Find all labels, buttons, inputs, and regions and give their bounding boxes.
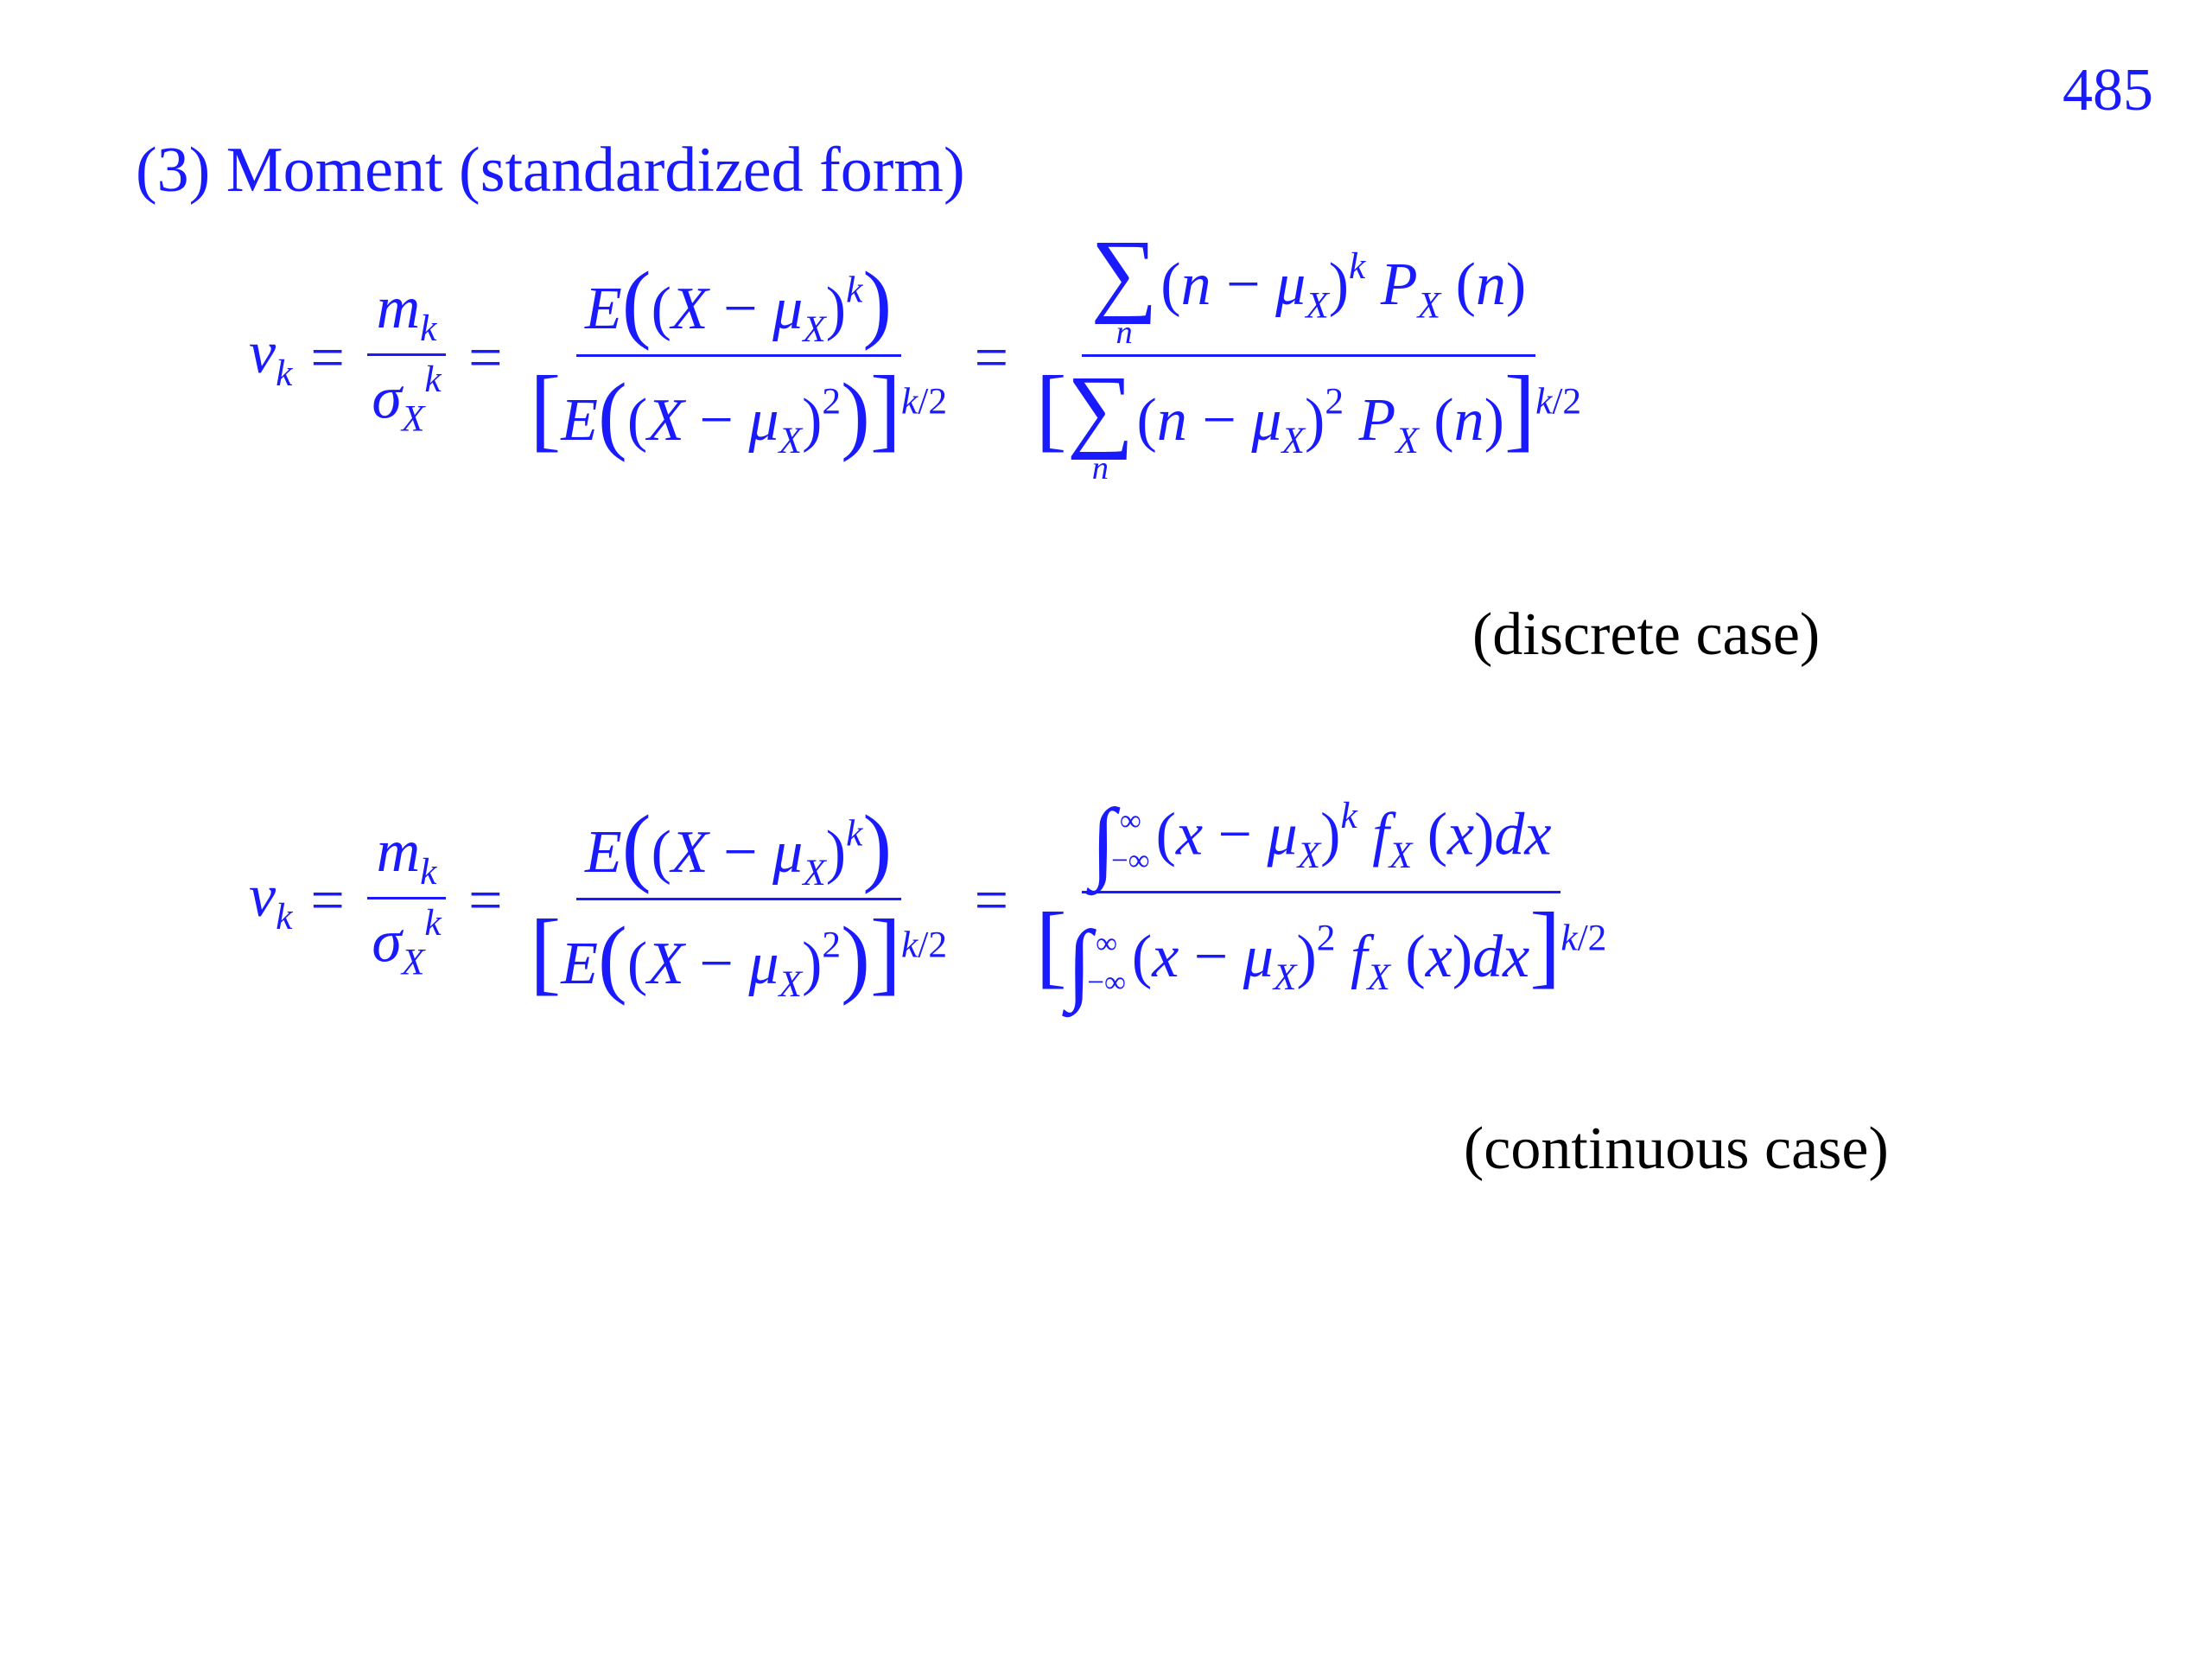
integral-operator: ∫∞−∞ <box>1066 912 1126 1014</box>
discrete-formula: vk = mk σXk = E((X − μX)k) [E((X − μX)2)… <box>249 221 1591 486</box>
equals-sign: = <box>468 868 503 935</box>
summation-fraction: ∑n(n − μX)k PX (n) [∑n(n − μX)2 PX (n)]k… <box>1035 221 1582 486</box>
summation-operator: ∑n <box>1066 357 1135 486</box>
equals-sign: = <box>310 324 345 391</box>
v-k-term: vk <box>249 862 293 938</box>
integral-operator: ∫∞−∞ <box>1090 790 1150 891</box>
equals-sign: = <box>468 324 503 391</box>
continuous-case-caption: (continuous case) <box>1464 1116 1889 1182</box>
moment-ratio-fraction: mk σXk <box>363 822 450 982</box>
continuous-formula: vk = mk σXk = E((X − μX)k) [E((X − μX)2)… <box>249 795 1616 1007</box>
moment-ratio-fraction: mk σXk <box>363 278 450 438</box>
discrete-case-caption: (discrete case) <box>1472 601 1821 668</box>
summation-operator: ∑n <box>1090 221 1158 351</box>
equals-sign: = <box>974 868 1009 935</box>
expectation-fraction: E((X − μX)k) [E((X − μX)2)]k/2 <box>530 798 948 1006</box>
v-k-term: vk <box>249 320 293 395</box>
expectation-fraction: E((X − μX)k) [E((X − μX)2)]k/2 <box>530 254 948 463</box>
equals-sign: = <box>974 324 1009 391</box>
equals-sign: = <box>310 868 345 935</box>
integral-fraction: ∫∞−∞(x − μX)k fX (x)dx [∫∞−∞(x − μX)2 fX… <box>1035 790 1607 1014</box>
section-heading: (3) Moment (standardized form) <box>136 135 965 206</box>
page-number: 485 <box>2063 57 2153 124</box>
